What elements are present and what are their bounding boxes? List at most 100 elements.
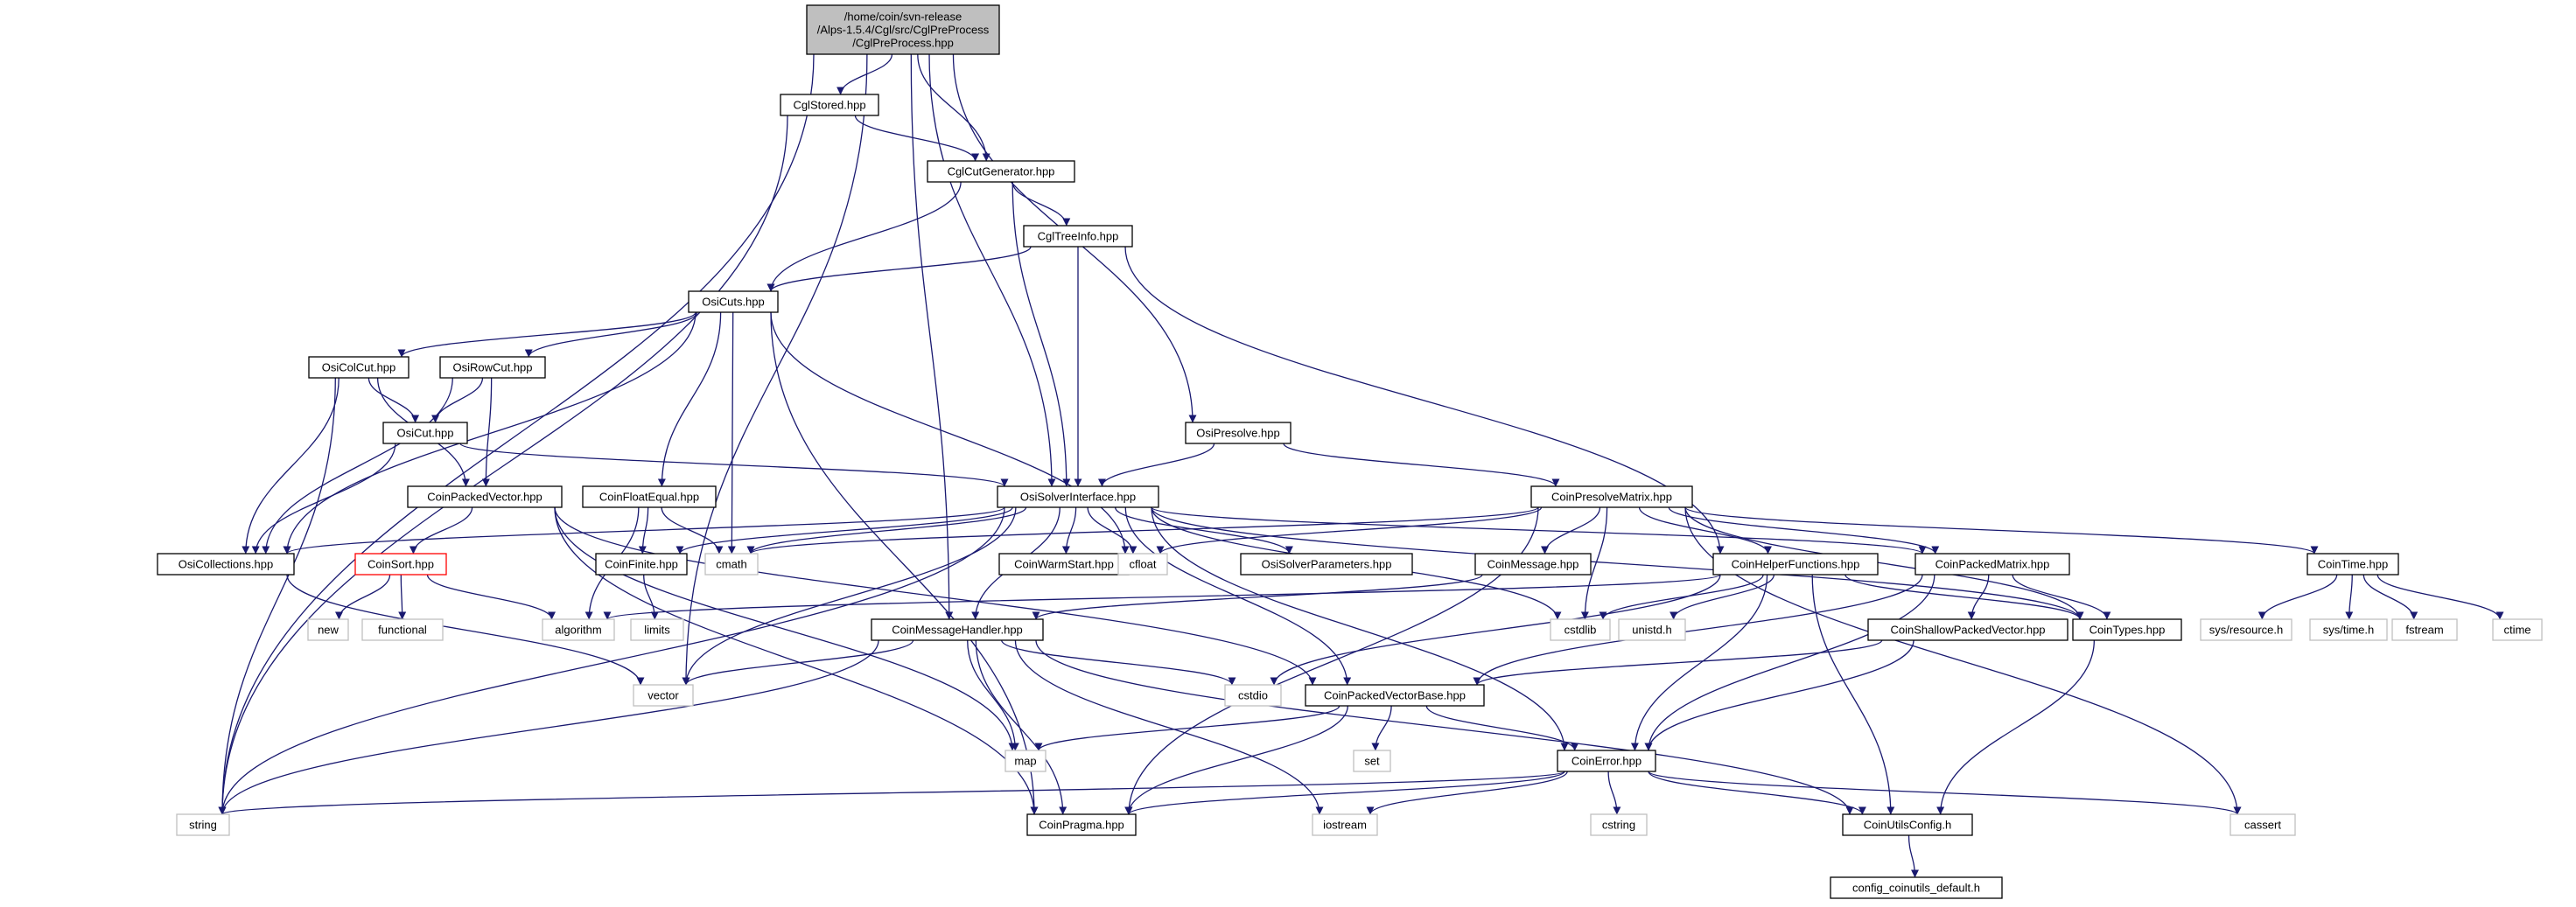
node-cointime[interactable]: CoinTime.hpp [2306,553,2399,576]
edge-coinpackedvector-to-coinpackedvectorbase [554,506,1317,686]
node-box [1474,553,1592,576]
node-osicuts[interactable]: OsiCuts.hpp [688,290,779,313]
node-box [1590,813,1648,836]
node-box [2492,618,2543,641]
node-coinfloatequal[interactable]: CoinFloatEqual.hpp [582,485,717,508]
edge-coinmessagehandler-to-coinutilsconfig [1035,639,1854,815]
edge-coinsort-to-new [334,574,391,620]
edge-coinmessagehandler-to-coinpragma [975,639,1068,815]
node-osicollections[interactable]: OsiCollections.hpp [157,553,295,576]
node-label: cstring [1602,819,1635,832]
edge-coinmessagehandler-to-cstdio [1001,639,1236,686]
node-box [2200,618,2292,641]
node-label: CoinPackedVector.hpp [427,491,542,504]
node-cgltreeinfo[interactable]: CglTreeInfo.hpp [1023,225,1133,248]
node-cstring: cstring [1590,813,1648,836]
node-label: CoinPackedVectorBase.hpp [1324,689,1466,702]
edge-coinfinite-to-limits [643,574,659,620]
node-box [1530,485,1693,508]
node-box [1023,225,1133,248]
node-box [1557,750,1656,772]
node-box [1026,813,1137,836]
node-osisolverparams[interactable]: OsiSolverParameters.hpp [1240,553,1413,576]
node-coinutilsconfig[interactable]: CoinUtilsConfig.h [1842,813,1973,836]
node-coinerror[interactable]: CoinError.hpp [1557,750,1656,772]
edge-osisolverinterface-to-coinerror [1151,506,1569,751]
edge-coinhelperfunctions-to-coinerror [1630,574,1768,751]
node-label: cstdio [1238,689,1268,702]
edge-coinpresolvematrix-to-coinpackedmatrix [1668,506,1940,555]
node-box [1842,813,1973,836]
node-box [307,618,349,641]
node-label: CoinShallowPackedVector.hpp [1890,624,2045,637]
edge-osisolverinterface-to-vector [682,506,1017,686]
node-coinpackedvectorbase[interactable]: CoinPackedVectorBase.hpp [1305,684,1485,707]
node-label: /CglPreProcess.hpp [852,37,954,50]
edge-osicut-to-osisolverinterface [459,443,1009,487]
node-coinsort[interactable]: CoinSort.hpp [354,553,447,576]
node-label: CoinPackedMatrix.hpp [1936,558,2050,571]
edge-osicolcut-to-string [218,377,336,815]
edge-coinshallowpackedvector-to-coinpackedvectorbase [1473,639,1883,686]
node-map: map [1004,750,1046,772]
node-cglcutgen[interactable]: CglCutGenerator.hpp [927,160,1075,183]
node-cmath: cmath [704,553,759,576]
node-set: set [1353,750,1391,772]
node-label: CoinPresolveMatrix.hpp [1551,491,1672,504]
node-coinshallowpackedvector[interactable]: CoinShallowPackedVector.hpp [1867,618,2068,641]
node-iostream: iostream [1312,813,1378,836]
node-label: OsiCollections.hpp [178,558,273,571]
edge-coinpackedmatrix-to-coinshallowpackedvector [1967,574,1990,620]
node-box [871,618,1044,641]
node-label: OsiCut.hpp [396,427,453,440]
edge-osicuts-to-coinfloatequal [657,311,722,487]
node-coinfinite[interactable]: CoinFinite.hpp [595,553,688,576]
node-root[interactable]: /home/coin/svn-release/Alps-1.5.4/Cgl/sr… [806,4,1000,55]
node-coinmessage[interactable]: CoinMessage.hpp [1474,553,1592,576]
node-box [595,553,688,576]
node-box [1618,618,1686,641]
node-label: vector [648,689,679,702]
node-cfloat: cfloat [1117,553,1168,576]
node-coinmessagehandler[interactable]: CoinMessageHandler.hpp [871,618,1044,641]
node-label: CoinUtilsConfig.h [1864,819,1951,832]
node-configcoinutils[interactable]: config_coinutils_default.h [1830,876,2003,899]
node-box [1185,422,1292,444]
node-label: OsiSolverInterface.hpp [1020,491,1136,504]
node-box [2230,813,2296,836]
edge-osisolverinterface-to-coinfinite [676,506,1013,555]
node-cointypes[interactable]: CoinTypes.hpp [2072,618,2182,641]
edge-coinshallowpackedvector-to-coinerror [1644,639,1914,751]
edge-coinpresolvematrix-to-cstdlib [1580,506,1608,620]
node-osicolcut[interactable]: OsiColCut.hpp [308,356,410,379]
edge-osicolcut-to-osicut [368,377,420,423]
edge-cointime-to-sysresource [2258,574,2338,620]
node-osisolverinterface[interactable]: OsiSolverInterface.hpp [997,485,1159,508]
edge-coinpackedvectorbase-to-coinpragma [1124,705,1348,815]
node-coinwarmstart[interactable]: CoinWarmStart.hpp [998,553,1130,576]
node-box [633,684,694,707]
edge-root-to-cglstored [836,53,893,95]
node-coinpackedmatrix[interactable]: CoinPackedMatrix.hpp [1914,553,2070,576]
edge-osisolverinterface-to-cfloat [1087,506,1138,555]
node-cstdio: cstdio [1224,684,1282,707]
node-coinpresolvematrix[interactable]: CoinPresolveMatrix.hpp [1530,485,1693,508]
node-label: CoinFloatEqual.hpp [599,491,699,504]
node-label: /Alps-1.5.4/Cgl/src/CglPreProcess [817,24,990,37]
node-box [1305,684,1485,707]
edge-coinsort-to-functional [398,574,407,620]
edge-root-to-coinmessagehandler [910,53,954,620]
node-cglstored[interactable]: CglStored.hpp [780,94,879,116]
node-osicut[interactable]: OsiCut.hpp [382,422,468,444]
node-coinhelperfunctions[interactable]: CoinHelperFunctions.hpp [1712,553,1879,576]
node-coinpragma[interactable]: CoinPragma.hpp [1026,813,1137,836]
node-sysresource: sys/resource.h [2200,618,2292,641]
node-label: CoinHelperFunctions.hpp [1732,558,1860,571]
node-osirowcut[interactable]: OsiRowCut.hpp [439,356,546,379]
edge-cointime-to-systime [2345,574,2354,620]
node-osipresolve[interactable]: OsiPresolve.hpp [1185,422,1292,444]
node-limits: limits [630,618,684,641]
node-coinpackedvector[interactable]: CoinPackedVector.hpp [407,485,563,508]
edge-osirowcut-to-osicollections [262,377,453,555]
